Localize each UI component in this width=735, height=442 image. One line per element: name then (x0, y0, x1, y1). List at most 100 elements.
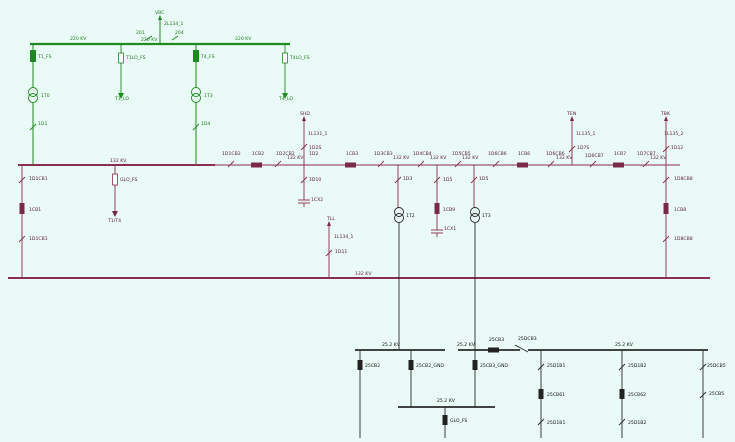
breaker-25cb2-gnd[interactable] (408, 360, 414, 370)
breaker-1cb8[interactable] (663, 203, 669, 214)
cb6-label: 1CB6 (518, 151, 530, 157)
outgoing-arrow-tbk (664, 116, 668, 121)
feeder-1t2 (394, 165, 404, 350)
breaker-1cb6[interactable] (517, 162, 528, 168)
outgoing-arrow-ten (570, 116, 574, 121)
bus-coupler-1 (18, 165, 26, 278)
ten-label: TEN (566, 111, 576, 117)
breaker-25cb2[interactable] (357, 360, 363, 370)
switch-25dcb3[interactable] (514, 344, 529, 353)
d7s-label: 1D7S (577, 145, 589, 151)
breaker-1cb1[interactable] (19, 203, 25, 214)
cb9-label: 1CB9 (443, 207, 455, 213)
kv3-label: 132 KV (393, 155, 410, 161)
transformer-1t3-icon[interactable] (191, 87, 201, 97)
d2b-25-label: 25D1B2 (628, 420, 646, 426)
outgoing-arrow-tll (327, 221, 331, 226)
kv25-left-label: 25.2 KV (382, 342, 401, 348)
switch-1d5cb5[interactable] (454, 160, 462, 168)
breaker-1cb2[interactable] (251, 162, 262, 168)
switch-1d4cb4[interactable] (417, 160, 425, 168)
line-1l1b-label: 1L135_1 (576, 131, 596, 137)
d3cb3-label: 1D3CB3 (374, 151, 393, 157)
breaker-1cb3[interactable] (345, 162, 356, 168)
incoming-arrow (158, 15, 162, 20)
switch-1d6cb7[interactable] (589, 160, 597, 168)
kv25-right-label: 25.2 KV (615, 342, 634, 348)
kv220-right-label: 220 KV (235, 36, 252, 42)
t1fs-label: T1_FS (37, 54, 52, 60)
transformer-1t2-icon[interactable] (394, 207, 404, 217)
fuse-t1lo[interactable] (118, 52, 124, 64)
t4lo-label: T4_LO (278, 96, 293, 102)
d3-label: 1D3 (403, 176, 412, 182)
d8cb8b-label: 1D8CB8 (674, 236, 693, 242)
feeder-25cb3-gnd (472, 350, 478, 407)
breaker-1cb7[interactable] (613, 162, 624, 168)
dcb3-label: 25DCB3 (518, 336, 537, 342)
t1lo-label: T1_LO (114, 96, 129, 102)
transformer-1t3b-icon[interactable] (470, 207, 480, 217)
breaker-t4-fs[interactable] (193, 50, 199, 62)
kv5-label: 132 KV (462, 155, 479, 161)
kv6-label: 132 KV (556, 155, 573, 161)
feeder-glo (112, 165, 118, 217)
line-1l2-label: 1L135_2 (664, 131, 684, 137)
d10-label: 1D10 (309, 177, 321, 183)
feeder-25cb5 (699, 350, 707, 438)
d12-label: 1D12 (671, 145, 683, 151)
dcb5-label: 25DCB5 (707, 363, 726, 369)
breaker-t1-fs[interactable] (30, 50, 36, 62)
breaker-glo-fs[interactable] (442, 415, 448, 425)
c1-label: 1CX2 (311, 197, 323, 203)
switch-204[interactable] (171, 35, 179, 41)
breaker-25cb61[interactable] (538, 389, 544, 399)
breaker-25cb3[interactable] (488, 347, 499, 353)
transformer-1t0-icon[interactable] (28, 87, 38, 97)
switch-1d6cb6[interactable] (492, 160, 500, 168)
switch-1d1cb2[interactable] (227, 160, 235, 168)
cb2-25-label: 25CB2 (365, 363, 380, 369)
tll-label: TLL (326, 216, 335, 222)
line-1l1-label: 1L131_1 (308, 131, 328, 137)
kv25-sub-label: 25.2 KV (437, 398, 456, 404)
feeder-t4 (191, 44, 201, 165)
kv220-mid-label: 220 KV (141, 37, 158, 43)
d2cb2-label: 1D2CB2 (276, 151, 295, 157)
shd-label: SHD (300, 111, 310, 117)
breaker-25cb3-gnd[interactable] (472, 360, 478, 370)
switch-201[interactable] (145, 35, 153, 41)
kv7-label: 132 KV (650, 155, 667, 161)
kv25-mid-label: 25.2 KV (457, 342, 476, 348)
d11-label: 1D11 (335, 249, 347, 255)
tr4-label: 1T3 (204, 93, 213, 99)
cb-b1-label: 25CB61 (547, 392, 565, 398)
fuse-t4lo[interactable] (282, 52, 288, 64)
feeder-25b1 (537, 350, 545, 438)
load-arrow-t1t4 (112, 211, 118, 217)
line-2l1-label: 2L134_1 (164, 21, 184, 27)
switch-1d6cb6b[interactable] (547, 160, 555, 168)
kv220-left-label: 220 KV (70, 36, 87, 42)
cb1-top-label: 1D1CB1 (29, 176, 48, 182)
switch-1d2cb2[interactable] (274, 160, 282, 168)
breaker-1cb9[interactable] (434, 203, 440, 214)
fuse-glo[interactable] (112, 173, 118, 186)
switch-1d3cb3[interactable] (377, 160, 385, 168)
bus-coupler-8 (662, 165, 670, 278)
switch-1d7cb7[interactable] (642, 160, 650, 168)
feeder-25cb2 (357, 350, 363, 438)
breaker-25cb62[interactable] (619, 389, 625, 399)
cb3-label: 1CB3 (346, 151, 358, 157)
d7cb7-label: 1D7CB7 (637, 151, 656, 157)
glo-fs-label: GLO_FS (450, 418, 467, 424)
cx1-label: 1CX1 (444, 226, 456, 232)
feeder-capacitor (431, 165, 443, 237)
load-arrow-t1 (118, 93, 124, 99)
tr2-label: 1T2 (406, 213, 415, 219)
cb3-25-label: 25CB3 (489, 337, 504, 343)
feeder-tbk (662, 116, 670, 165)
kv132-bottom-label: 132 KV (355, 271, 372, 277)
d1b-25-label: 25D1B1 (547, 420, 565, 426)
